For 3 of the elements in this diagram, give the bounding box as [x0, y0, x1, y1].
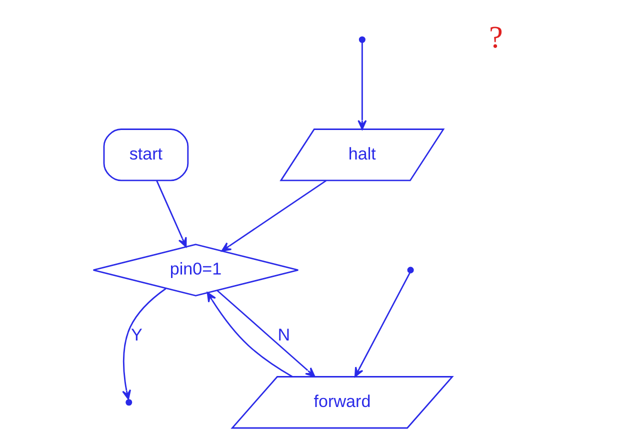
edge-label: Y — [130, 326, 142, 345]
label: ? — [488, 20, 502, 55]
edge-label: N — [277, 326, 290, 345]
